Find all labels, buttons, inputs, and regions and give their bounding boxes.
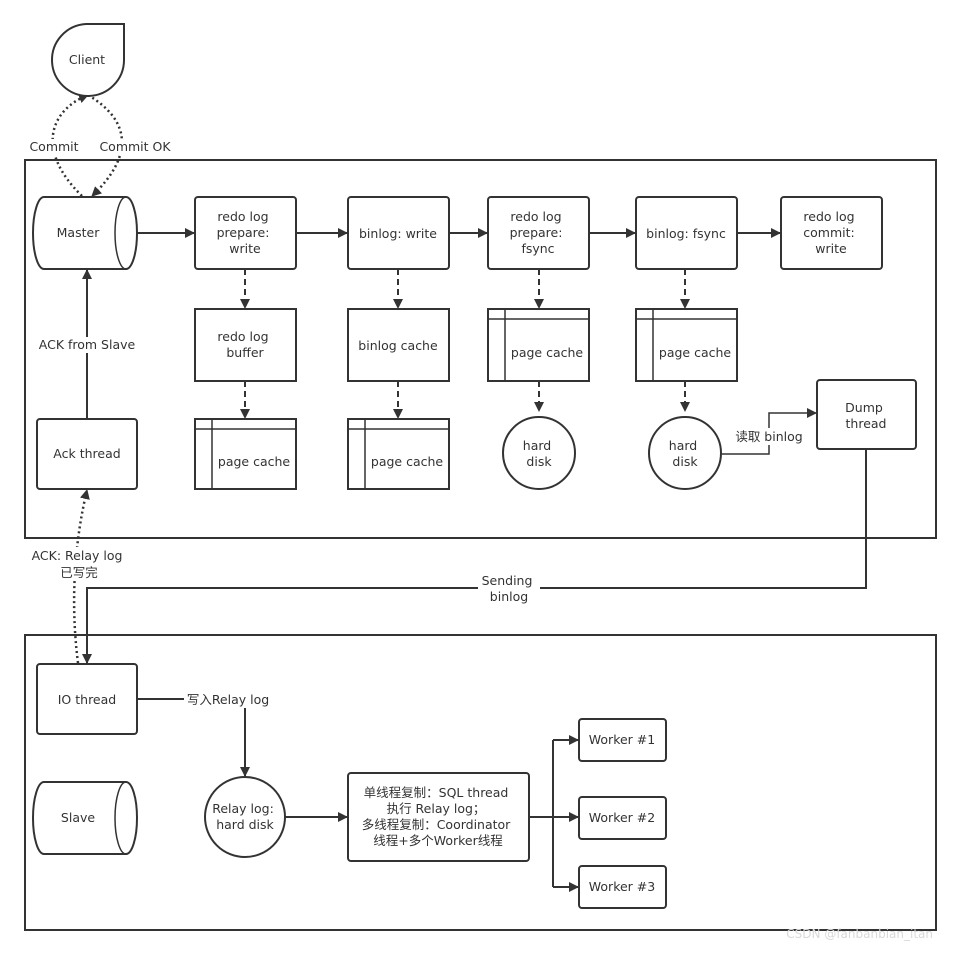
- arrow-sending-binlog: [82, 450, 867, 664]
- hard-disk-4-label: hard disk: [669, 438, 701, 469]
- commit-connector: [87, 93, 124, 197]
- worker-1-node: [578, 718, 667, 762]
- client-label: Client: [69, 52, 105, 67]
- sql-thread-label: 单线程复制：SQL thread 执行 Relay log； 多线程复制：Coo…: [362, 785, 515, 848]
- page-cache-3: page cache: [487, 308, 590, 382]
- redo-log-buffer-label: redo log buffer: [217, 329, 272, 360]
- commit-ok-label: Commit OK: [99, 139, 171, 154]
- binlog-write-label: binlog: write: [359, 226, 437, 241]
- dump-thread-node: [816, 379, 917, 450]
- slave-cylinder-rim: [114, 781, 127, 855]
- hard-disk-3-label: hard disk: [523, 438, 555, 469]
- watermark: CSDN @fanbanbian_itan: [786, 927, 933, 941]
- redo-prepare-fsync-label: redo log prepare: fsync: [510, 209, 567, 256]
- worker-2-label: Worker #2: [589, 810, 655, 825]
- ack-thread-node: [36, 418, 138, 490]
- binlog-cache-node: [347, 308, 450, 382]
- redo-commit-write-node: [780, 196, 883, 270]
- master-cylinder-rim: [114, 196, 127, 270]
- binlog-fsync-label: binlog: fsync: [646, 226, 726, 241]
- page-cache-4: page cache: [635, 308, 738, 382]
- arrow-io-relay: [137, 698, 250, 777]
- hard-disk-4: [648, 416, 722, 490]
- commit-ok-connector: [51, 93, 89, 197]
- io-thread-node: [36, 663, 138, 735]
- sql-thread-node: [347, 772, 530, 862]
- redo-log-buffer-node: [194, 308, 297, 382]
- redo-prepare-fsync-node: [487, 196, 590, 270]
- write-relay-label: 写入Relay log: [187, 692, 269, 707]
- ack-from-slave-label: ACK from Slave: [39, 337, 136, 352]
- commit-label: Commit: [29, 139, 78, 154]
- master-region: [24, 159, 937, 539]
- worker-1-label: Worker #1: [589, 732, 655, 747]
- hard-disk-3: [502, 416, 576, 490]
- redo-commit-write-label: redo log commit: write: [803, 209, 858, 256]
- redo-prepare-write-label: redo log prepare: write: [217, 209, 274, 256]
- binlog-write-node: [347, 196, 450, 270]
- master-label: Master: [57, 225, 101, 240]
- relay-disk-label: Relay log: hard disk: [212, 801, 278, 832]
- slave-region: [24, 634, 937, 931]
- redo-prepare-write-node: [194, 196, 297, 270]
- worker-2-node: [578, 796, 667, 840]
- sending-binlog-label: Sending binlog: [482, 573, 537, 604]
- client-node: [51, 23, 125, 97]
- io-thread-label: IO thread: [58, 692, 116, 707]
- page-cache-2: page cache: [347, 418, 450, 490]
- page-cache-1: page cache: [194, 418, 297, 490]
- worker-3-label: Worker #3: [589, 879, 655, 894]
- relay-disk-node: [204, 776, 286, 858]
- page-cache-2-label: page cache: [371, 454, 444, 469]
- page-cache-1-label: page cache: [218, 454, 291, 469]
- page-cache-3-label: page cache: [511, 345, 584, 360]
- ack-thread-label: Ack thread: [53, 446, 120, 461]
- binlog-fsync-node: [635, 196, 738, 270]
- dump-thread-label: Dump thread: [845, 400, 887, 431]
- read-binlog-label: 读取 binlog: [735, 429, 802, 444]
- binlog-cache-label: binlog cache: [358, 338, 438, 353]
- ack-relay-label: ACK: Relay log 已写完: [32, 548, 127, 580]
- slave-label: Slave: [61, 810, 95, 825]
- worker-3-node: [578, 865, 667, 909]
- page-cache-4-label: page cache: [659, 345, 732, 360]
